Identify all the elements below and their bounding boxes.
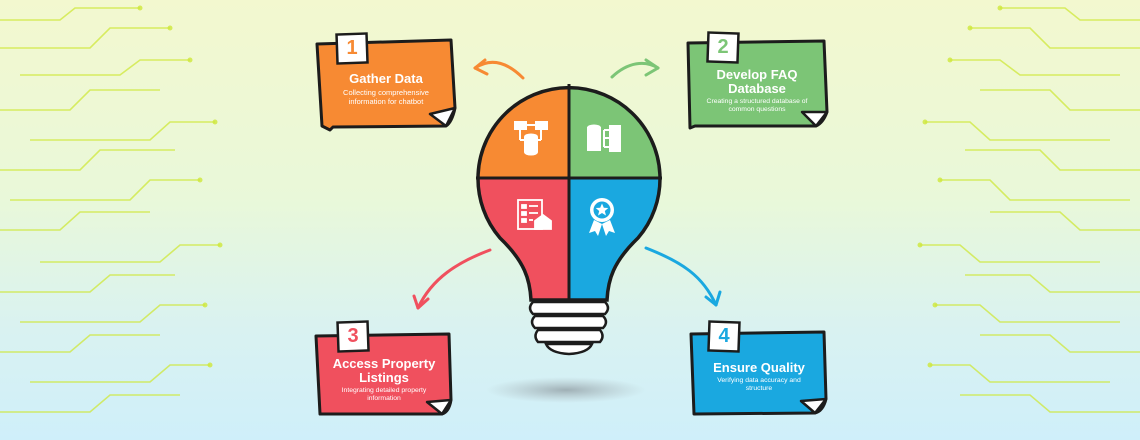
quadrant-red (478, 178, 569, 300)
step-1-description: Collecting comprehensive information for… (343, 88, 429, 106)
step-2-card (686, 31, 829, 130)
step-4-card (689, 320, 828, 416)
arrowhead-step-1 (473, 58, 489, 76)
quadrant-blue (569, 178, 660, 300)
step-3-description: Integrating detailed property informatio… (341, 387, 427, 402)
database-network-icon (514, 121, 548, 156)
step-4-number: 4 (718, 325, 730, 347)
step-1-card (315, 32, 457, 132)
arrowhead-step-4 (704, 290, 722, 307)
arrowhead-step-2 (644, 58, 660, 77)
step-4-text: Ensure Quality Verifying data accuracy a… (695, 361, 823, 393)
step-3-text: Access Property Listings Integrating det… (320, 357, 448, 403)
step-3-title: Access Property Listings (332, 356, 436, 385)
step-3-card (314, 320, 453, 416)
property-document-icon (517, 199, 552, 230)
step-1-text: Gather Data Collecting comprehensive inf… (322, 71, 450, 107)
arrowhead-step-3 (412, 294, 430, 310)
bulb-base (528, 300, 610, 356)
arrow-to-step-4 (644, 246, 718, 307)
step-4-title: Ensure Quality (713, 360, 805, 375)
bulb-shadow (486, 377, 646, 403)
arrow-to-step-2 (610, 61, 660, 79)
step-2-title: Develop FAQ Database (716, 67, 798, 96)
step-3-number: 3 (347, 325, 359, 347)
arrow-to-step-3 (416, 248, 492, 310)
step-2-description: Creating a structured database of common… (706, 98, 808, 113)
step-2-number: 2 (717, 36, 729, 58)
database-hierarchy-icon (587, 124, 621, 152)
quality-badge-icon (589, 198, 615, 236)
step-2-text: Develop FAQ Database Creating a structur… (694, 68, 820, 114)
step-1-number: 1 (346, 37, 358, 59)
bulb-outline (476, 86, 662, 302)
step-4-description: Verifying data accuracy and structure (717, 377, 801, 392)
step-1-title: Gather Data (349, 71, 423, 86)
